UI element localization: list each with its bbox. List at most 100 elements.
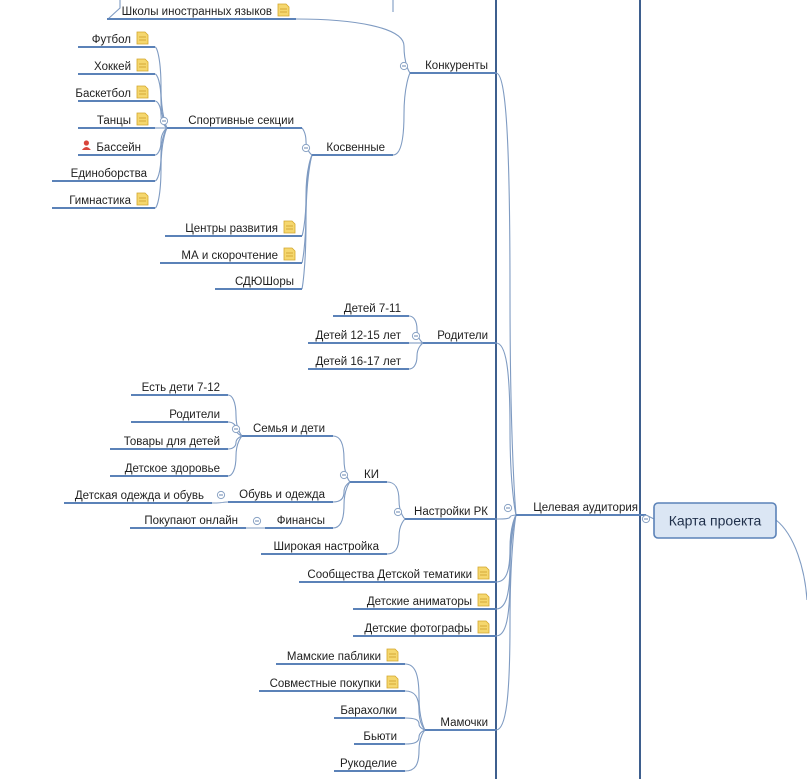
connector-sport-hokkey [154,73,168,129]
node-label-gimn[interactable]: Гимнастика [69,195,131,207]
node-icons [81,3,490,689]
connector-lines [107,0,807,779]
connector-mamochki-byuti [404,729,426,745]
note-icon [283,247,296,261]
node-label-ca[interactable]: Целевая аудитория [533,502,638,514]
connector-roditeli-d1617 [408,342,424,370]
connector-semya-estdeti [227,394,243,437]
user-icon [81,140,91,150]
connector-mamochki-pabliki [404,663,426,731]
connector-ki-semya [332,435,351,483]
node-label-roditeli[interactable]: Родители [437,330,488,342]
node-label-mamochki[interactable]: Мамочки [440,717,488,729]
node-label-rod2[interactable]: Родители [169,409,220,421]
node-label-konkurenty[interactable]: Конкуренты [425,60,488,72]
connector-semya-zdor [227,435,243,477]
node-label-ma[interactable]: МА и скорочтение [181,250,278,262]
node-label-odezhda[interactable]: Детская одежда и обувь [75,490,204,502]
note-icon [386,648,399,662]
note-icon [477,566,490,580]
connector-ca-roditeli [495,342,517,516]
node-label-hokkey[interactable]: Хоккей [94,61,131,73]
collapse-toggle-rk[interactable] [393,507,403,517]
note-icon [477,593,490,607]
node-label-basket[interactable]: Баскетбол [75,88,131,100]
collapse-toggle-sport[interactable] [159,116,169,126]
node-label-d711[interactable]: Детей 7-11 [344,303,401,315]
collapse-toggle-semya[interactable] [231,424,241,434]
node-label-rk[interactable]: Настройки РК [414,506,488,518]
connector-roditeli-d711 [408,315,424,344]
node-label-d1215[interactable]: Детей 12-15 лет [315,330,401,342]
node-label-centry[interactable]: Центры развития [185,223,278,235]
node-label-estdeti[interactable]: Есть дети 7-12 [142,382,220,394]
node-label-tovary[interactable]: Товары для детей [124,436,220,448]
connector-kosvennye-sport [301,127,313,156]
node-label-online[interactable]: Покупают онлайн [144,515,238,527]
connector-ca-mamochki [495,514,517,731]
node-label-sovm[interactable]: Совместные покупки [270,678,381,690]
node-label-ki[interactable]: КИ [364,469,379,481]
node-label-pabliki[interactable]: Мамские паблики [287,651,381,663]
connector-konkurenty-shkoly [295,18,411,74]
collapse-toggle-ki[interactable] [339,470,349,480]
connector-ca-konkurenty [495,72,517,516]
node-label-basseyn[interactable]: Бассейн [96,142,141,154]
node-label-obuv[interactable]: Обувь и одежда [239,489,325,501]
connector-ca-rk [495,514,517,520]
node-label-soob[interactable]: Сообщества Детской тематики [307,569,472,581]
node-label-shirokaya[interactable]: Широкая настройка [273,541,379,553]
root-node[interactable]: Карта проекта [653,502,777,539]
connector-ki-finansy [332,481,351,529]
note-icon [136,192,149,206]
connector-mamochki-ruko [404,729,426,772]
note-icon [283,220,296,234]
node-label-shkoly[interactable]: Школы иностранных языков [122,6,272,18]
node-label-byuti[interactable]: Бьюти [363,731,397,743]
root-node-label[interactable]: Карта проекта [669,513,762,529]
collapse-toggle-finansy[interactable] [252,516,262,526]
node-label-tancy[interactable]: Танцы [97,115,131,127]
node-underlines [52,18,646,772]
connector-root-right [775,519,807,601]
node-label-sdyush[interactable]: СДЮШоры [235,276,294,288]
node-labels: Конкуренты Школы иностранных языковКосвен… [69,6,638,770]
collapse-toggle-roditeli[interactable] [411,331,421,341]
connector-konkurenty-kosvennye [392,72,411,156]
collapse-toggle-root[interactable] [641,514,651,524]
node-label-zdor[interactable]: Детское здоровье [125,463,220,475]
connector-mamochki-barah [404,717,426,731]
connector-sport-gimn [154,127,168,209]
node-label-kosvennye[interactable]: Косвенные [326,142,385,154]
note-icon [277,3,290,17]
note-icon [136,31,149,45]
connector-kosvennye-sdyush [301,154,313,290]
node-label-anim[interactable]: Детские аниматоры [367,596,472,608]
collapse-toggle-obuv[interactable] [216,490,226,500]
node-label-futbol[interactable]: Футбол [92,34,131,46]
collapse-toggle-kosvennye[interactable] [301,143,311,153]
connector-ki-obuv [332,481,351,503]
collapse-toggle-ca[interactable] [503,503,513,513]
node-label-d1617[interactable]: Детей 16-17 лет [315,356,401,368]
note-icon [136,85,149,99]
root-node-box[interactable] [653,502,777,539]
connector-obuv-odezhda [211,501,229,504]
node-label-foto[interactable]: Детские фотографы [364,623,472,635]
node-label-semya[interactable]: Семья и дети [253,423,325,435]
collapse-toggle-konkurenty[interactable] [399,61,409,71]
note-icon [386,675,399,689]
node-label-barah[interactable]: Барахолки [340,705,397,717]
connector-mamochki-sovm [404,690,426,731]
note-icon [477,620,490,634]
node-label-sport[interactable]: Спортивные секции [188,115,294,127]
node-label-finansy[interactable]: Финансы [277,515,325,527]
connector-rk-shirokaya [386,518,406,555]
connector-kosvennye-ma [301,154,313,264]
collapse-toggles [159,61,651,526]
node-label-edino[interactable]: Единоборства [71,168,148,180]
connector-rk-ki [386,481,406,520]
node-label-ruko[interactable]: Рукоделие [340,758,397,770]
connector-sport-basket [154,100,168,129]
